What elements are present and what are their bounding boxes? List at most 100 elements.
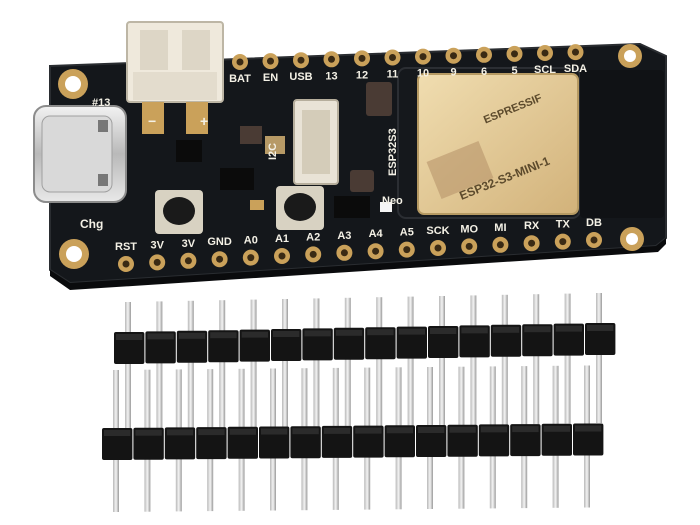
header-pin [564,293,571,328]
header-pin [207,455,214,512]
header-pin [282,357,288,429]
bottom-pin-label: SCK [426,225,449,237]
header-pin [270,454,276,511]
header-pin [344,355,351,428]
bottom-pin-label: DB [586,217,602,229]
top-pin-label: 11 [387,69,399,81]
header-pin [489,366,496,429]
i2c-label: I2C [267,143,279,160]
header-pin [439,296,445,330]
header-pin [470,353,477,426]
header-pin [407,296,414,331]
reset-button [155,190,203,234]
header-pin [596,293,602,327]
header-pin [427,367,433,429]
bottom-pin-pads [118,232,602,272]
top-pin-label: 6 [481,66,487,78]
header-pin [458,452,465,509]
header-pin [238,368,245,431]
bottom-pin-label: RX [524,220,540,232]
header-pin [207,369,214,432]
usb-c-connector [33,105,127,203]
header-pin [470,295,477,330]
header-pin [407,354,414,427]
header-strip-top [114,293,616,432]
jst-battery-connector [126,21,224,134]
header-pin [395,367,402,430]
header-pin [395,453,402,510]
top-pin-label: SDA [564,63,587,75]
pcb-edge [50,238,666,290]
boot-button [276,186,324,230]
header-pin [125,360,131,432]
bottom-pin-label: 3V [182,238,196,250]
header-pin [270,368,276,431]
smd-components [176,82,392,218]
header-pin [113,456,119,512]
bottom-pin-label: A2 [306,231,320,243]
header-pin [427,453,433,509]
top-pin-label: USB [289,71,312,83]
module-antenna [580,70,664,218]
top-pin-label: EN [263,72,278,84]
header-pin [113,370,119,432]
top-pin-label: 5 [511,65,517,77]
led-label: #13 [92,97,110,109]
header-pin [344,297,351,332]
header-pin [250,299,257,334]
header-pin [552,451,559,508]
header-pin [489,452,496,509]
header-pin [313,356,320,429]
header-pin [376,297,383,332]
top-pin-label: SCL [534,64,556,76]
header-pin [187,358,194,431]
stemma-qt-connector [293,99,339,185]
top-pin-pads [232,44,584,70]
header-pin [552,365,559,428]
header-pin [156,301,163,336]
header-pin [521,366,528,429]
top-pin-label: 12 [356,69,368,81]
charge-label: Chg [80,217,103,231]
battery-minus-label: − [148,113,156,129]
header-pin [501,294,508,329]
bottom-pin-label: GND [207,236,232,248]
bottom-pin-label: 3V [150,239,164,251]
header-pin [238,454,245,511]
header-pin [439,354,445,426]
header-pin [584,365,590,428]
header-pin [376,355,383,428]
header-strip-bottom [102,365,604,512]
bottom-pin-label: RST [115,241,137,253]
top-pin-label: 10 [417,68,429,80]
header-pin [187,300,194,335]
header-pin [175,369,182,432]
header-pin [584,451,590,508]
header-pin [364,453,371,510]
bottom-pin-label: A4 [369,228,384,240]
bottom-pin-label: A3 [337,230,351,242]
header-pin [175,455,182,512]
bottom-pin-label: A0 [244,235,258,247]
neopixel-label: Neo [382,195,403,207]
header-pin [533,352,540,425]
bottom-pin-label: MO [460,223,478,235]
bottom-pin-label: TX [556,219,571,231]
top-pin-label: 13 [325,70,337,82]
header-pin [301,454,308,511]
top-pin-label: 9 [450,67,456,79]
header-pin [332,367,339,430]
header-pin [219,358,226,431]
header-pin [144,455,151,512]
battery-plus-label: + [200,113,208,129]
header-pin [596,351,602,423]
esp32-s3-module: ESPRESSIF ESP32-S3-MINI-1 [397,67,664,219]
header-pin [219,300,226,335]
header-pin [564,351,571,424]
header-pin [313,298,320,333]
bottom-pin-label: A1 [275,233,289,245]
